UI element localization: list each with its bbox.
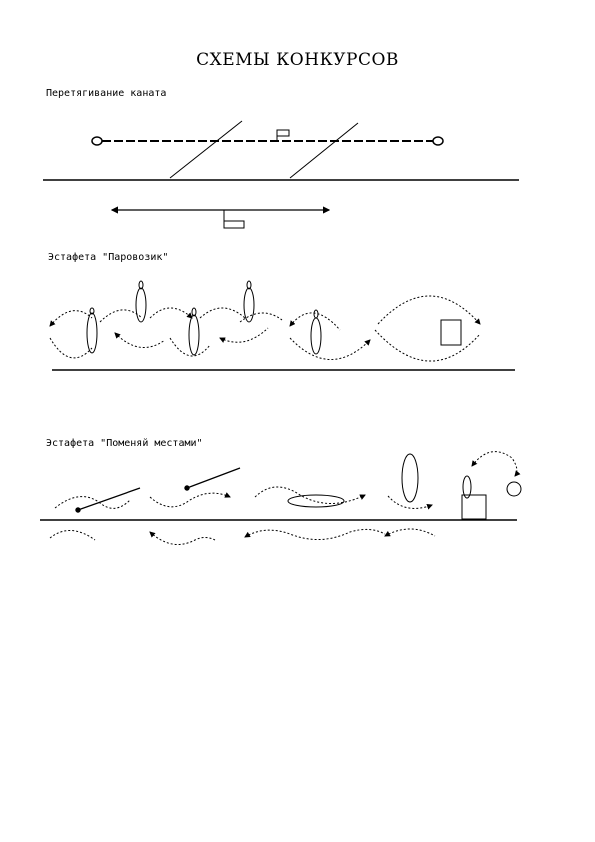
page-title: СХЕМЫ КОНКУРСОВ xyxy=(196,50,399,70)
rope-center-flag xyxy=(277,130,289,136)
tug-of-war-diagram xyxy=(43,121,519,228)
rope-end-right xyxy=(433,137,443,145)
swap-relay-ball xyxy=(507,482,521,496)
team-zone-line-right xyxy=(290,123,358,178)
train-relay-skittle-5 xyxy=(311,318,321,354)
train-relay-skittle-1 xyxy=(87,313,97,353)
train-relay-paths xyxy=(49,296,481,361)
swap-relay-skittle xyxy=(402,454,418,502)
train-relay-skittle-3 xyxy=(189,315,199,355)
train-relay-diagram xyxy=(49,281,515,370)
contest-label-train-relay: Эстафета "Паровозик" xyxy=(48,252,169,263)
swap-relay-cube xyxy=(462,495,486,519)
swap-relay-stick-1-end xyxy=(76,508,80,512)
contest-label-swap-places-relay: Эстафета "Поменяй местами" xyxy=(46,438,203,449)
train-relay-skittle-2 xyxy=(136,288,146,322)
swap-relay-stick-2 xyxy=(187,468,240,488)
train-relay-skittle-3-head xyxy=(192,308,196,316)
swap-relay-paths xyxy=(50,452,521,545)
team-zone-line-left xyxy=(170,121,242,178)
train-relay-skittle-4 xyxy=(244,288,254,322)
rope-end-left xyxy=(92,137,102,145)
field-flag xyxy=(224,221,244,228)
train-relay-target-box xyxy=(441,320,461,345)
swap-relay-hoop xyxy=(288,495,344,507)
swap-places-relay-diagram xyxy=(40,452,521,545)
train-relay-skittle-2-head xyxy=(139,281,143,289)
swap-relay-stick-2-end xyxy=(185,486,189,490)
train-relay-skittle-1-head xyxy=(90,308,94,314)
swap-relay-cube-skittle xyxy=(463,476,471,498)
contest-label-tug-of-war: Перетягивание каната xyxy=(46,88,167,99)
train-relay-skittle-5-head xyxy=(314,310,318,318)
train-relay-skittle-4-head xyxy=(247,281,251,289)
swap-relay-stick-1 xyxy=(78,488,140,510)
